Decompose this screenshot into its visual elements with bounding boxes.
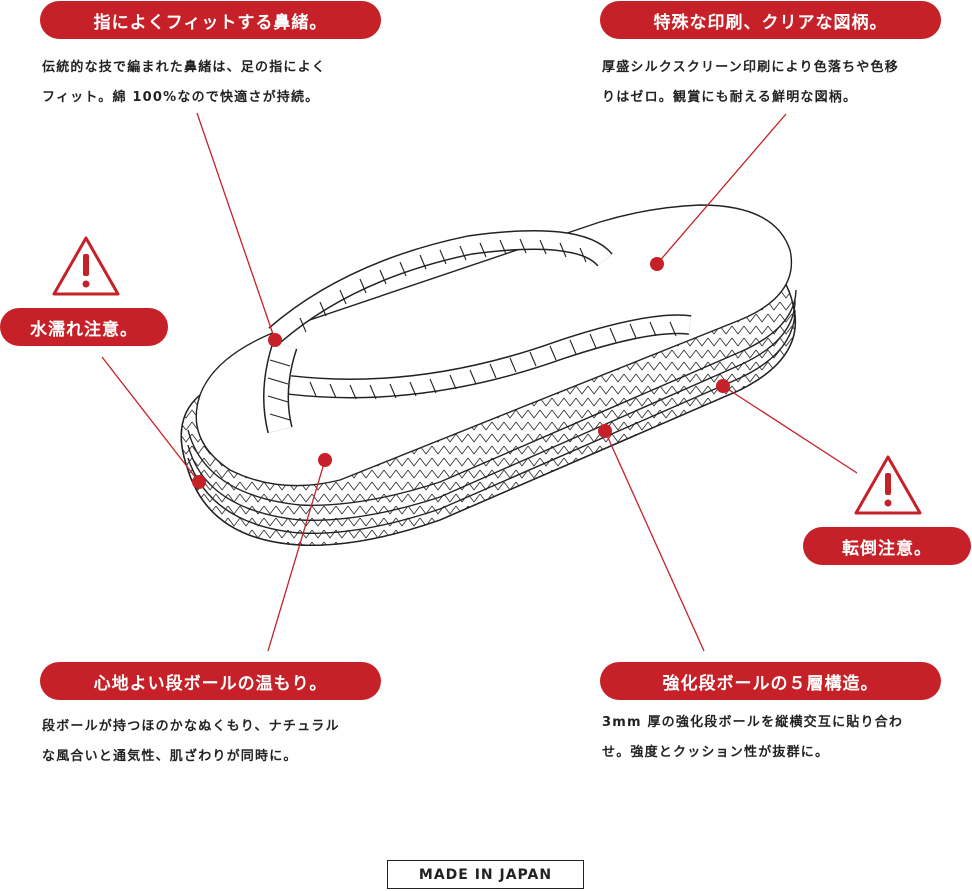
layers-dot: [598, 424, 612, 438]
layers-line-2: せ。強度とクッション性が抜群に。: [602, 745, 830, 760]
water-warning-label: 水濡れ注意。: [0, 308, 168, 346]
layers-description: 3mm 厚の強化段ボールを縦横交互に貼り合わ せ。強度とクッション性が抜群に。: [602, 708, 903, 768]
warmth-description: 段ボールが持つほのかなぬくもり、ナチュラル な風合いと通気性、肌ざわりが同時に。: [42, 712, 340, 772]
layers-line-1: 3mm 厚の強化段ボールを縦横交互に貼り合わ: [602, 715, 904, 730]
print-line-2: りはゼロ。観賞にも耐える鮮明な図柄。: [602, 90, 858, 105]
water-dot: [192, 475, 206, 489]
warning-triangle-icon: [854, 455, 922, 515]
hanao-line-1: 伝統的な技で編まれた鼻緒は、足の指によく: [42, 60, 327, 75]
print-description: 厚盛シルクスクリーン印刷により色落ちや色移 りはゼロ。観賞にも耐える鮮明な図柄。: [602, 53, 899, 113]
warmth-dot: [318, 453, 332, 467]
warmth-line-1: 段ボールが持つほのかなぬくもり、ナチュラル: [42, 719, 340, 734]
hanao-line-2: フィット。綿 100%なので快適さが持続。: [42, 90, 320, 105]
hanao-title: 指によくフィットする鼻緒。: [40, 1, 381, 39]
warmth-line-2: な風合いと通気性、肌ざわりが同時に。: [42, 749, 298, 764]
sole-top-surface: [195, 204, 793, 487]
leader-lines: [101, 112, 858, 652]
warning-triangle-icon: [52, 236, 120, 296]
print-title: 特殊な印刷、クリアな図柄。: [600, 1, 941, 39]
made-in-japan-label: MADE IN JAPAN: [387, 860, 584, 889]
hanao-description: 伝統的な技で編まれた鼻緒は、足の指によく フィット。綿 100%なので快適さが持…: [42, 53, 326, 113]
tipping-dot: [716, 379, 730, 393]
tipping-warning-label: 転倒注意。: [803, 527, 971, 565]
hanao-strap: [263, 230, 692, 434]
hanao-dot: [268, 333, 282, 347]
print-line-1: 厚盛シルクスクリーン印刷により色落ちや色移: [602, 60, 899, 75]
print-dot: [650, 257, 664, 271]
leader-dots: [192, 257, 730, 489]
warmth-title: 心地よい段ボールの温もり。: [40, 662, 381, 700]
layers-title: 強化段ボールの５層構造。: [600, 662, 941, 700]
